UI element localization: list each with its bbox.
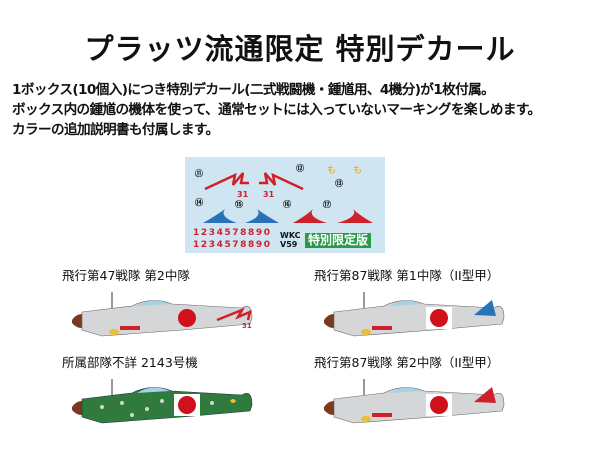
digit-row: 1234578890 [193, 240, 272, 250]
svg-text:31: 31 [242, 322, 252, 330]
marker-12: ⑫ [296, 163, 304, 173]
aircraft-profile-47th: 31 [72, 292, 253, 337]
kana-mark: も [327, 165, 336, 176]
marker-13: ⑬ [335, 178, 343, 188]
marker-15: ⑮ [235, 199, 243, 209]
limited-badge: 特別限定版 [305, 233, 372, 248]
aircraft-profile-87th-2nd [324, 379, 505, 424]
aircraft-caption: 飛行第47戦隊 第2中隊 [62, 268, 190, 283]
page-title: プラッツ流通限定 特別デカール [84, 32, 516, 66]
marker-17: ⑰ [323, 199, 331, 209]
aircraft-profile-87th-1st [324, 292, 505, 337]
aircraft-caption: 飛行第87戦隊 第2中隊（II型甲） [314, 355, 500, 370]
tail-number-left: 31 [237, 190, 249, 199]
blue-tail-left [203, 209, 237, 223]
marker-11: ⑪ [195, 168, 203, 178]
blue-tail-right [245, 209, 279, 223]
red-tail-left [293, 209, 327, 223]
aircraft-profile-2143 [72, 379, 253, 424]
marker-16: ⑯ [283, 199, 291, 209]
decal-sheet-image: ⑪ ⑫ ⑬ ⑭ ⑮ ⑯ ⑰ 31 31 も も 1234578890 12345… [185, 157, 385, 253]
description: 1ボックス(10個入)につき特別デカール(二式戦闘機・鍾馗用、4機分)が1枚付属… [12, 80, 541, 140]
decal-markings: ⑪ ⑫ ⑬ ⑭ ⑮ ⑯ ⑰ 31 31 も も [195, 163, 373, 223]
description-line: カラーの追加説明書も付属します。 [12, 122, 219, 138]
digit-row: 1234578890 [193, 228, 272, 238]
description-line: 1ボックス(10個入)につき特別デカール(二式戦闘機・鍾馗用、4機分)が1枚付属… [12, 82, 495, 98]
tail-number-right: 31 [263, 190, 275, 199]
kana-mark: も [353, 165, 362, 176]
aircraft-caption: 飛行第87戦隊 第1中隊（II型甲） [314, 268, 500, 283]
red-lightning-right [259, 172, 304, 191]
red-lightning-left [204, 172, 249, 191]
aircraft-caption: 所属部隊不詳 2143号機 [62, 355, 198, 370]
marker-14: ⑭ [195, 197, 203, 207]
red-tail-right [337, 209, 373, 223]
description-line: ボックス内の鍾馗の機体を使って、通常セットには入っていないマーキングを楽しめます… [12, 102, 541, 118]
